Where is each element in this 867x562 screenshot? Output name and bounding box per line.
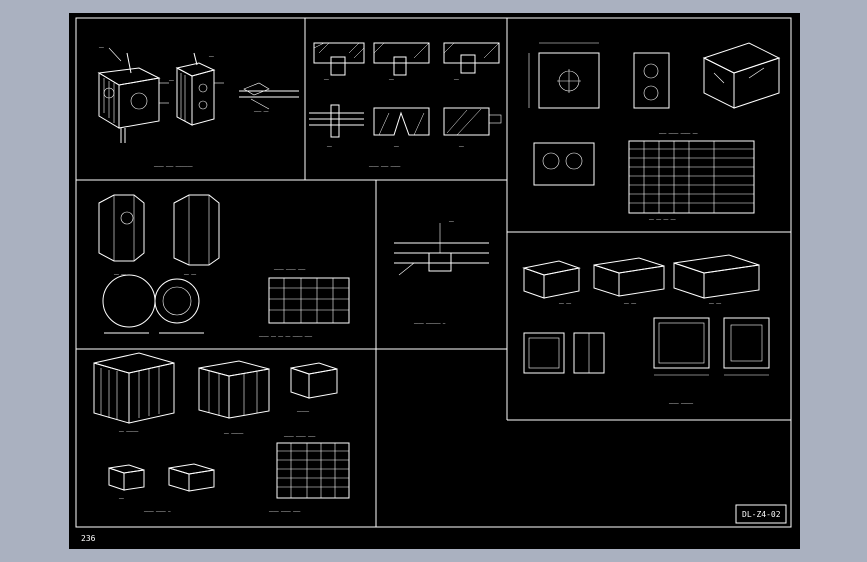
svg-text:──── ─────: ──── ───── — [668, 401, 694, 406]
svg-text:─── ──: ─── ── — [253, 109, 269, 114]
svg-text:──── ────── ─: ──── ────── ─ — [413, 321, 446, 326]
drawing-code: DL-Z4-02 — [742, 510, 781, 519]
svg-text:──: ── — [326, 144, 332, 149]
svg-text:──: ── — [458, 144, 464, 149]
cad-drawing: ── ── ── ─── ── ──── ─── ─────── ── — [75, 17, 792, 543]
svg-text:── ─────: ── ───── — [223, 431, 244, 436]
svg-text:──: ── — [208, 54, 214, 59]
svg-text:── ──: ── ── — [113, 272, 127, 277]
svg-text:──── ─── ────: ──── ─── ──── — [368, 164, 401, 169]
svg-text:──: ── — [118, 496, 124, 501]
panel-dividers — [76, 18, 791, 527]
panel-box-views: ─── ──── ──── ── ── ── ── ── — [528, 42, 781, 222]
svg-text:──: ── — [168, 78, 174, 83]
page-number: 236 — [81, 534, 96, 543]
svg-text:──: ── — [453, 77, 459, 82]
svg-text:──: ── — [393, 144, 399, 149]
svg-text:── ──: ── ── — [708, 301, 722, 306]
svg-text:──── ── ── ── ──── ───: ──── ── ── ── ──── ─── — [258, 334, 313, 339]
svg-text:── ──: ── ── — [183, 272, 197, 277]
svg-text:──── ─── ───────: ──── ─── ─────── — [153, 164, 193, 169]
panel-rect-boxes: ── ── ── ── ── ── ──── ───── — [522, 254, 770, 406]
svg-text:──── ──── ───: ──── ──── ─── — [283, 434, 316, 439]
panel-single-section: ── ──── ────── ─ — [394, 219, 489, 326]
svg-text:──: ── — [98, 45, 104, 50]
svg-text:──── ──── ───: ──── ──── ─── — [268, 509, 301, 514]
svg-text:── ── ── ──: ── ── ── ── — [648, 217, 676, 222]
svg-text:── ──: ── ── — [558, 301, 572, 306]
svg-text:──── ──── ─: ──── ──── ─ — [143, 509, 171, 514]
svg-text:─── ──── ──── ──: ─── ──── ──── ── — [658, 131, 698, 136]
panel-section-details: ── ── ── ── ── ── ──── ─── ──── — [309, 42, 502, 169]
outer-frame — [75, 17, 792, 528]
svg-text:──: ── — [448, 219, 454, 224]
svg-text:─────: ───── — [296, 409, 310, 414]
svg-text:── ──: ── ── — [623, 301, 637, 306]
panel-box-install: ── ── ── ─── ── ──── ─── ─────── — [97, 45, 299, 169]
panel-large-boxes: ── ───── ── ───── ───── ──── ──── ─── ──… — [93, 352, 350, 514]
title-block: DL-Z4-02 — [735, 504, 787, 524]
svg-text:──── ──── ───: ──── ──── ─── — [273, 267, 306, 272]
svg-text:── ─────: ── ───── — [118, 429, 139, 434]
cad-sheet: ── ── ── ─── ── ──── ─── ─────── ── — [69, 13, 800, 549]
svg-text:──: ── — [388, 77, 394, 82]
svg-text:──: ── — [323, 77, 329, 82]
panel-octagon-box: ── ── ── ── ──── ──── ─── ──── ── ── ── … — [98, 194, 350, 339]
